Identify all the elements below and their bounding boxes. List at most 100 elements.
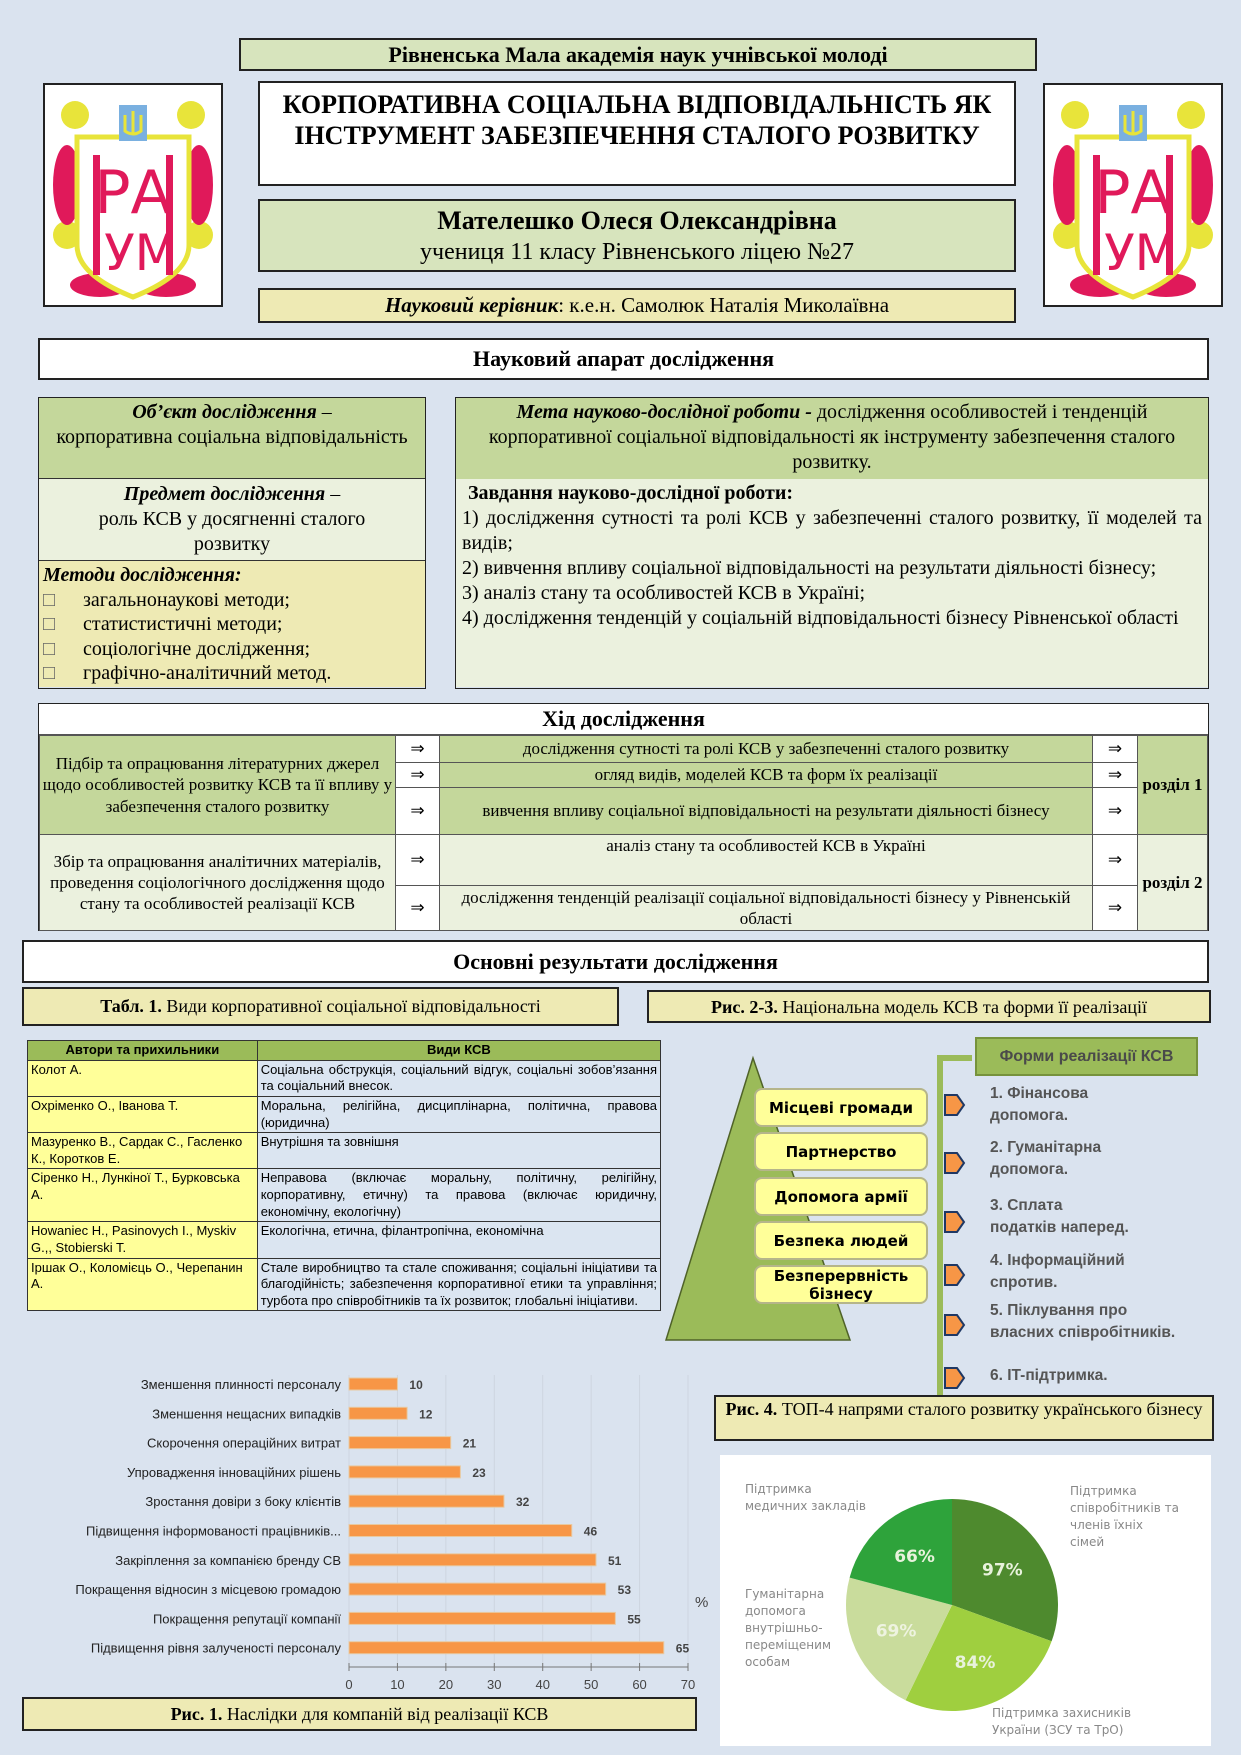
pie-slice <box>952 1499 1058 1642</box>
arrow-icon: ⇒ <box>1092 834 1138 886</box>
types-cell: Стале виробництво та стале споживання; с… <box>256 1257 662 1312</box>
step-2-1: аналіз стану та особливостей КСВ в Украї… <box>439 834 1093 886</box>
caption-label: Рис. 4. <box>725 1399 778 1419</box>
authors-cell: Howaniec H., Pasinovych I., Myskiv G.,, … <box>27 1221 258 1259</box>
table-row: Колот А.Соціальна обструкція, соціальний… <box>27 1059 662 1097</box>
academy-emblem-icon: РА УМ <box>53 101 213 300</box>
dash: – <box>316 401 332 423</box>
slice-value-label: 66% <box>894 1547 935 1567</box>
method-text: загальнонаукові методи; <box>83 588 290 611</box>
task-item: 2) вивчення впливу соціальної відповідал… <box>462 557 1157 579</box>
section-2-label: розділ 2 <box>1137 834 1208 931</box>
method-item: □соціологічне дослідження; <box>43 637 421 662</box>
types-cell: Соціальна обструкція, соціальний відгук,… <box>256 1059 662 1097</box>
table1-caption: Табл. 1. Види корпоративної соціальної в… <box>22 987 619 1026</box>
data-label: 55 <box>627 1612 641 1626</box>
connector-line <box>937 1055 972 1402</box>
pie-slice <box>846 1577 952 1701</box>
method-text: статистистичні методи; <box>83 613 283 635</box>
arrow-icon: ⇒ <box>395 735 440 763</box>
supervisor-block: Науковий керівник: к.е.н. Самолюк Наталі… <box>258 288 1016 323</box>
checkbox-bullet-icon: □ <box>43 588 56 611</box>
supervisor-label: Науковий керівник <box>384 293 559 317</box>
table-row: Мазуренко В., Сардак С., Гасленко К., Ко… <box>27 1132 662 1170</box>
bar <box>348 1524 573 1537</box>
svg-text:УМ: УМ <box>1104 224 1178 282</box>
x-tick-label: 40 <box>535 1677 549 1692</box>
institution-banner: Рівненська Мала академія наук учнівської… <box>239 38 1037 71</box>
step-1-1: дослідження сутності та ролі КСВ у забез… <box>439 735 1093 763</box>
bar <box>348 1406 408 1420</box>
category-label: Зменшення нещасних випадків <box>152 1406 341 1421</box>
category-label: Покращення відносин з місцевою громадою <box>75 1582 341 1597</box>
x-tick-label: 50 <box>584 1677 598 1692</box>
academy-emblem-icon: РА УМ <box>1053 101 1213 300</box>
author-name: Мателешко Олеся Олександрівна <box>437 206 837 235</box>
step-1-3: вивчення впливу соціальної відповідально… <box>439 787 1093 835</box>
method-text: графічно-аналітичний метод. <box>83 662 332 684</box>
fig23-caption: Рис. 2-3. Національна модель КСВ та форм… <box>647 990 1211 1023</box>
svg-text:РА: РА <box>94 158 171 228</box>
fig4-caption: Рис. 4. ТОП-4 напрями сталого розвитку у… <box>714 1395 1214 1441</box>
arrow-right-icon <box>944 1314 966 1336</box>
pyramid-level: Безпека людей <box>754 1221 928 1260</box>
pyramid-level: Допомога армії <box>754 1177 928 1216</box>
step-1-2: огляд видів, моделей КСВ та форм їх реал… <box>439 762 1093 788</box>
caption-text: Наслідки для компаній від реалізації КСВ <box>222 1704 549 1724</box>
x-tick-label: 60 <box>632 1677 646 1692</box>
x-tick-label: 20 <box>439 1677 453 1692</box>
x-tick-label: 30 <box>487 1677 501 1692</box>
authors-cell: Мазуренко В., Сардак С., Гасленко К., Ко… <box>27 1132 258 1170</box>
goal-label: Мета науково-дослідної роботи - <box>516 401 817 423</box>
bar <box>348 1494 505 1508</box>
data-label: 21 <box>463 1437 477 1451</box>
bar <box>348 1436 452 1450</box>
stage-2: Збір та опрацювання аналітичних матеріал… <box>39 834 396 931</box>
research-goal: Мета науково-дослідної роботи - дослідже… <box>456 398 1208 479</box>
category-label: Скорочення операційних витрат <box>147 1436 341 1451</box>
task-item: 4) дослідження тенденцій у соціальній ві… <box>462 607 1179 629</box>
tasks-label: Завдання науково-дослідної роботи: <box>468 482 794 504</box>
research-subject: Предмет дослідження – роль КСВ у досягне… <box>39 479 425 561</box>
section-1-label: розділ 1 <box>1137 735 1208 835</box>
progress-title: Хід дослідження <box>39 704 1208 735</box>
x-tick-label: 70 <box>681 1677 695 1692</box>
authors-cell: Сіренко Н., Лункіної Т., Бурковська А. <box>27 1168 258 1223</box>
goal-text: дослідження особливостей і тенденцій кор… <box>488 401 1176 473</box>
axis-unit-label: % <box>695 1594 708 1611</box>
category-label: Підвищення рівня залученості персоналу <box>91 1641 342 1656</box>
slice-value-label: 69% <box>876 1621 917 1641</box>
category-label: Зростання довіри з боку клієнтів <box>145 1494 341 1509</box>
category-label: Зменшення плинності персоналу <box>141 1377 342 1392</box>
column-header: Види КСВ <box>256 1040 662 1061</box>
category-label: Підвищення інформованості працівників... <box>86 1524 341 1539</box>
arrow-right-icon <box>944 1211 966 1233</box>
progress-table: Підбір та опрацювання літературних джере… <box>39 735 1208 931</box>
methods-label: Методи дослідження: <box>43 564 242 586</box>
data-label: 65 <box>676 1642 690 1656</box>
subject-text: роль КСВ у досягненні сталого розвитку <box>98 508 366 555</box>
arrow-icon: ⇒ <box>1092 735 1138 763</box>
slice-value-label: 84% <box>955 1653 996 1673</box>
form-item: 6. IT-підтримка. <box>990 1367 1108 1384</box>
types-cell: Неправова (включає моральну, політичну, … <box>256 1168 662 1223</box>
tasks-list: 1) дослідження сутності та ролі КСВ у за… <box>462 506 1202 631</box>
method-item: □ загальнонаукові методи; <box>43 588 421 613</box>
checkbox-bullet-icon: □ <box>43 662 56 684</box>
author-info: учениця 11 класу Рівненського ліцею №27 <box>420 239 854 265</box>
caption-label: Табл. 1. <box>100 996 162 1016</box>
table-row: Іршак О., Коломієць О., Черепанин А.Стал… <box>27 1257 662 1312</box>
slice-value-label: 97% <box>982 1561 1023 1581</box>
data-label: 51 <box>608 1554 622 1568</box>
arrow-right-icon <box>944 1152 966 1174</box>
method-text: соціологічне дослідження; <box>83 637 311 660</box>
table-row: Howaniec H., Pasinovych I., Myskiv G.,, … <box>27 1221 662 1259</box>
pie-slice <box>905 1605 1052 1711</box>
arrow-icon: ⇒ <box>395 787 440 835</box>
